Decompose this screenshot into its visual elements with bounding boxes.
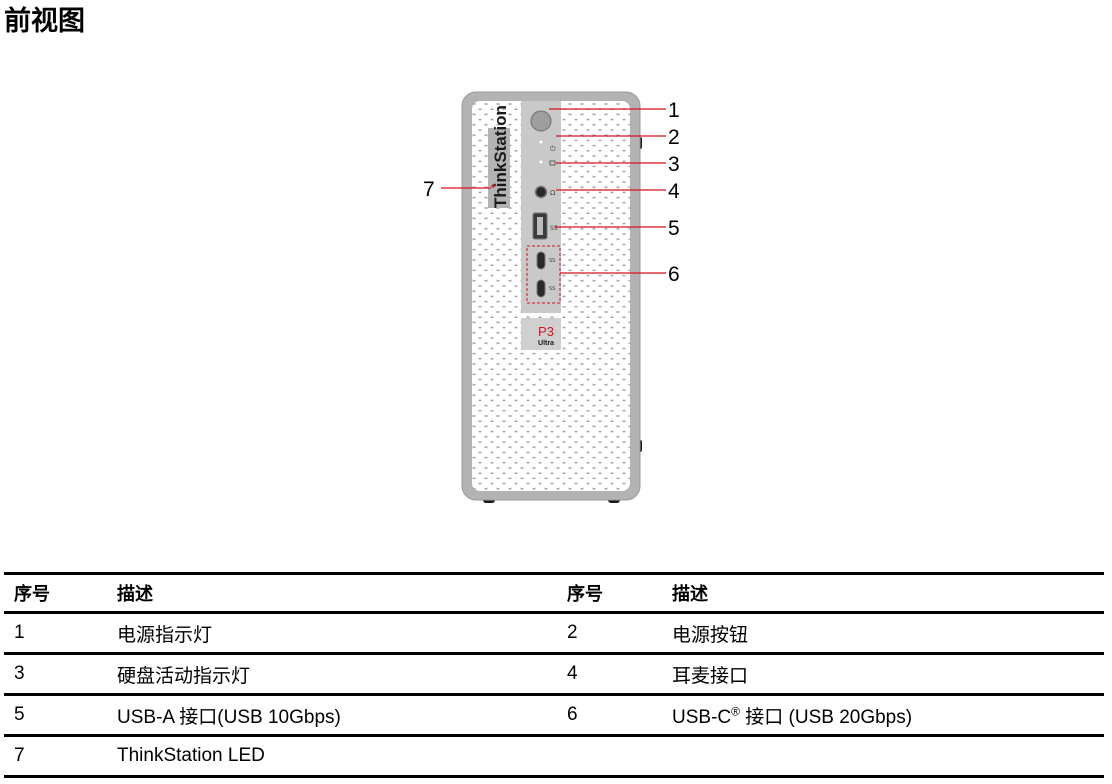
callout-7: 7 [423, 178, 435, 201]
callout-1: 1 [668, 99, 680, 122]
hdd-icon [549, 160, 556, 166]
callout-lines [441, 108, 666, 274]
row-number: 6 [567, 704, 578, 725]
row-number: 4 [567, 663, 578, 684]
usb-c-port-top [536, 251, 546, 270]
row-description: ThinkStation LED [117, 745, 265, 766]
usb-c-callout-box [526, 245, 561, 304]
headset-icon: Ω [550, 189, 556, 197]
row-description: 耳麦接口 [672, 665, 749, 687]
usbc-prefix: USB-C [672, 706, 732, 728]
row-number: 2 [567, 622, 578, 643]
usb-c-port-bottom [536, 279, 546, 298]
io-panel [521, 101, 561, 313]
front-view-figure: ⏻ Ω SS SS SS P3 Ultra ThinkStation 1 2 3… [423, 91, 680, 503]
table-row: 1 电源指示灯 2 电源按钮 [4, 613, 1104, 654]
table-row: 3 硬盘活动指示灯 4 耳麦接口 [4, 654, 1104, 695]
registered-mark: ® [731, 704, 740, 719]
row-number: 5 [14, 704, 25, 725]
brand-strip-backdrop [488, 128, 510, 208]
usb-ss-icon: SS [550, 225, 558, 232]
row-number: 3 [14, 663, 25, 684]
callout-4: 4 [668, 180, 680, 203]
page-title: 前视图 [4, 6, 85, 37]
thinkstation-led [491, 184, 495, 188]
headset-jack [534, 185, 548, 199]
header-description-1: 描述 [117, 584, 153, 605]
port-description-table: 序号 描述 序号 描述 1 电源指示灯 2 电源按钮 3 硬盘活动指示灯 4 耳… [4, 572, 1104, 778]
table-row: 7 ThinkStation LED [4, 736, 1104, 777]
table-header-row: 序号 描述 序号 描述 [4, 573, 1104, 613]
model-badge-panel [521, 318, 561, 350]
header-number-2: 序号 [567, 584, 603, 605]
header-description-2: 描述 [672, 584, 708, 605]
usb-c-top-icon: SS [549, 258, 555, 264]
row-description: 电源指示灯 [117, 624, 213, 646]
row-description: 电源按钮 [672, 624, 749, 646]
row-number: 1 [14, 622, 25, 643]
row-description: USB-A 接口(USB 10Gbps) [117, 706, 341, 728]
callout-6: 6 [668, 263, 680, 286]
model-label: P3 [538, 324, 554, 339]
row-description: 硬盘活动指示灯 [117, 665, 251, 687]
header-number-1: 序号 [14, 584, 50, 605]
row-description [662, 736, 1104, 777]
thinkstation-brand: ThinkStation [491, 105, 510, 208]
callout-2: 2 [668, 126, 680, 149]
table-row: 5 USB-A 接口(USB 10Gbps) 6 USB-C® 接口 (USB … [4, 695, 1104, 736]
power-button [530, 110, 552, 132]
usb-a-tongue [537, 217, 543, 235]
row-description: USB-C® 接口 (USB 20Gbps) [662, 695, 1104, 736]
row-number [557, 736, 662, 777]
callout-3: 3 [668, 153, 680, 176]
usbc-suffix: 接口 (USB 20Gbps) [739, 706, 913, 728]
usb-c-bottom-icon: SS [549, 286, 555, 292]
model-sublabel: Ultra [538, 340, 554, 347]
callout-5: 5 [668, 217, 680, 240]
hdd-indicator [539, 160, 543, 164]
power-symbol-icon: ⏻ [550, 145, 556, 153]
row-number: 7 [14, 745, 25, 766]
power-indicator [539, 140, 543, 144]
